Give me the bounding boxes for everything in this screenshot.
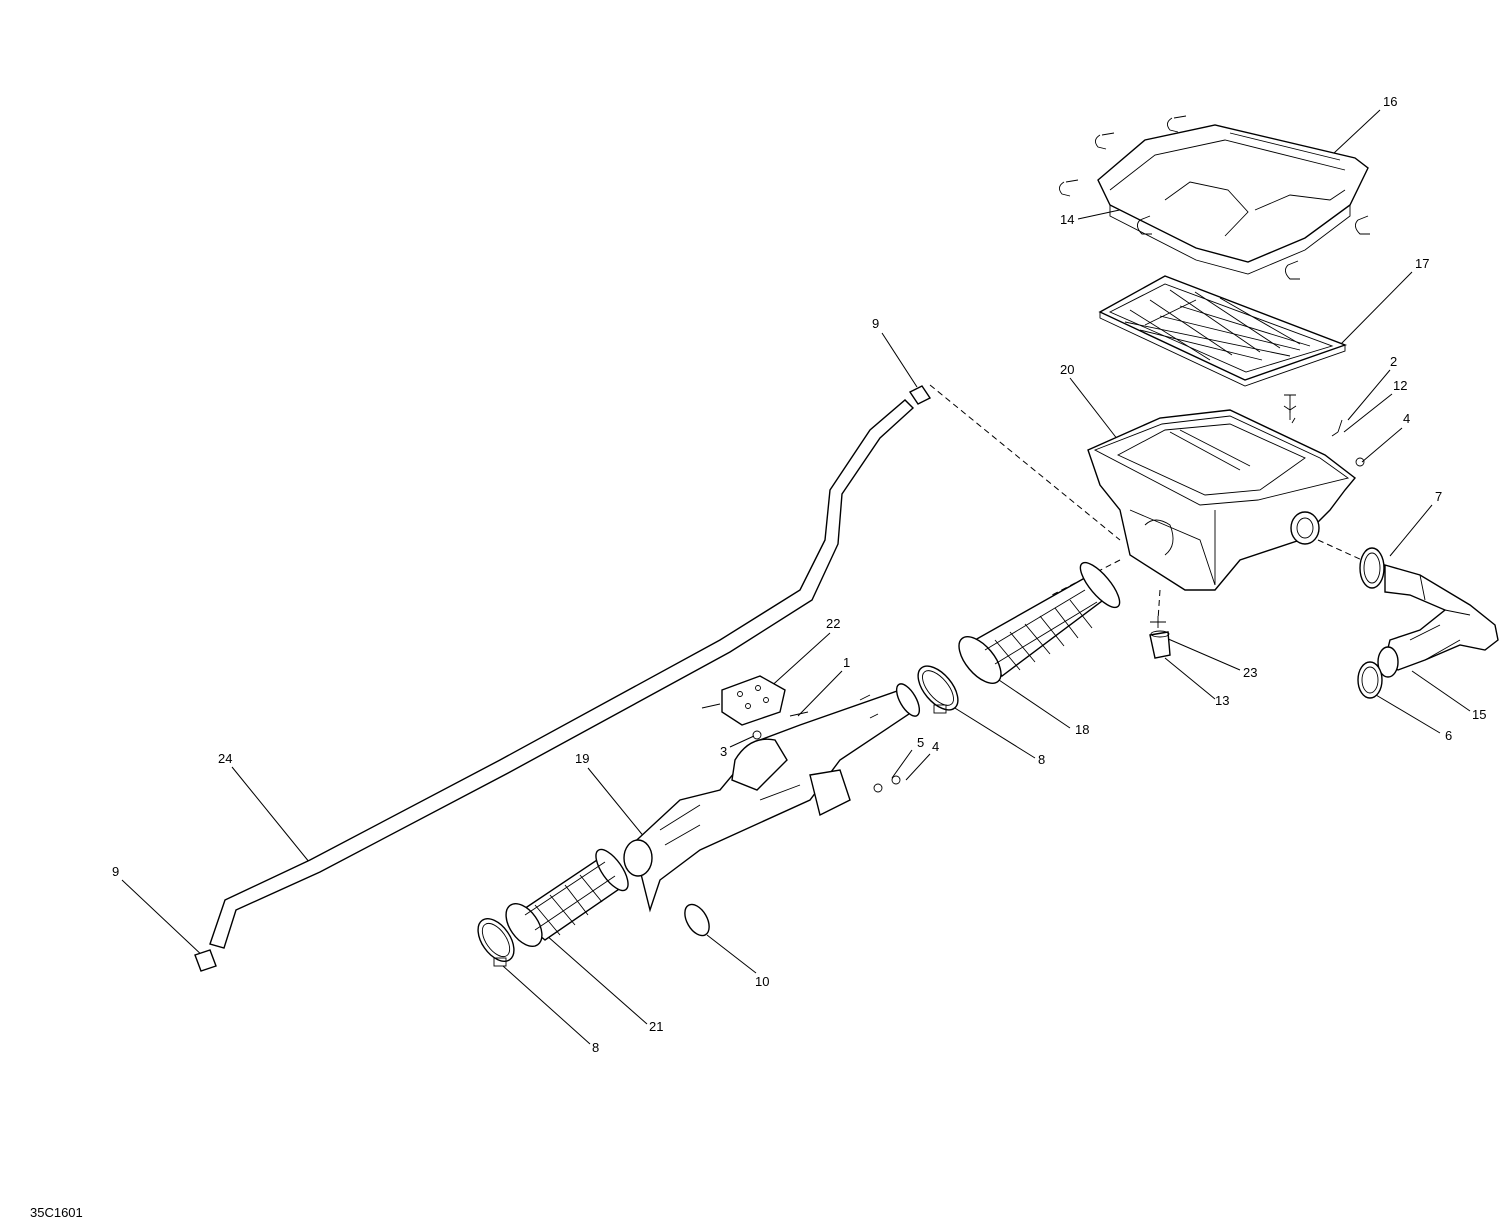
clamp-8-left xyxy=(477,918,515,967)
callout-10: 10 xyxy=(755,974,769,989)
vent-hose xyxy=(194,385,932,972)
callout-23: 23 xyxy=(1243,665,1257,680)
outlet-hose-assembly xyxy=(1357,547,1499,699)
assembly-axes xyxy=(929,384,1363,621)
callout-8-right: 8 xyxy=(1038,752,1045,767)
clip-10 xyxy=(684,903,710,937)
callout-6: 6 xyxy=(1445,728,1452,743)
leader-lines xyxy=(121,109,1471,1045)
callout-20: 20 xyxy=(1060,362,1074,377)
callout-labels: 16 14 17 9 20 2 12 4 7 22 1 23 13 15 6 1… xyxy=(112,94,1486,1055)
lower-bellows xyxy=(505,848,629,947)
drain-valve xyxy=(1149,616,1171,659)
intake-tube xyxy=(623,683,921,913)
callout-12: 12 xyxy=(1393,378,1407,393)
callout-22: 22 xyxy=(826,616,840,631)
callout-3: 3 xyxy=(720,744,727,759)
drawing-code: 35C1601 xyxy=(30,1205,83,1220)
callout-1: 1 xyxy=(843,655,850,670)
callout-2: 2 xyxy=(1390,354,1397,369)
mounting-bracket xyxy=(701,675,809,740)
callout-18: 18 xyxy=(1075,722,1089,737)
callout-8-left: 8 xyxy=(592,1040,599,1055)
callout-9-top: 9 xyxy=(872,316,879,331)
air-box-cover xyxy=(1097,124,1369,275)
cover-clips xyxy=(1059,115,1370,280)
callout-4-right: 4 xyxy=(1403,411,1410,426)
callout-24: 24 xyxy=(218,751,232,766)
callout-16: 16 xyxy=(1383,94,1397,109)
callout-14: 14 xyxy=(1060,212,1074,227)
callout-21: 21 xyxy=(649,1019,663,1034)
callout-17: 17 xyxy=(1415,256,1429,271)
intake-bellows xyxy=(958,561,1121,684)
callout-9-left: 9 xyxy=(112,864,119,879)
clamp-8-right xyxy=(917,665,959,714)
callout-5: 5 xyxy=(917,735,924,750)
callout-4-center: 4 xyxy=(932,739,939,754)
callout-7: 7 xyxy=(1435,489,1442,504)
air-box-base xyxy=(1087,394,1365,591)
callout-19: 19 xyxy=(575,751,589,766)
callout-13: 13 xyxy=(1215,693,1229,708)
air-filter xyxy=(1098,275,1348,387)
callout-15: 15 xyxy=(1472,707,1486,722)
